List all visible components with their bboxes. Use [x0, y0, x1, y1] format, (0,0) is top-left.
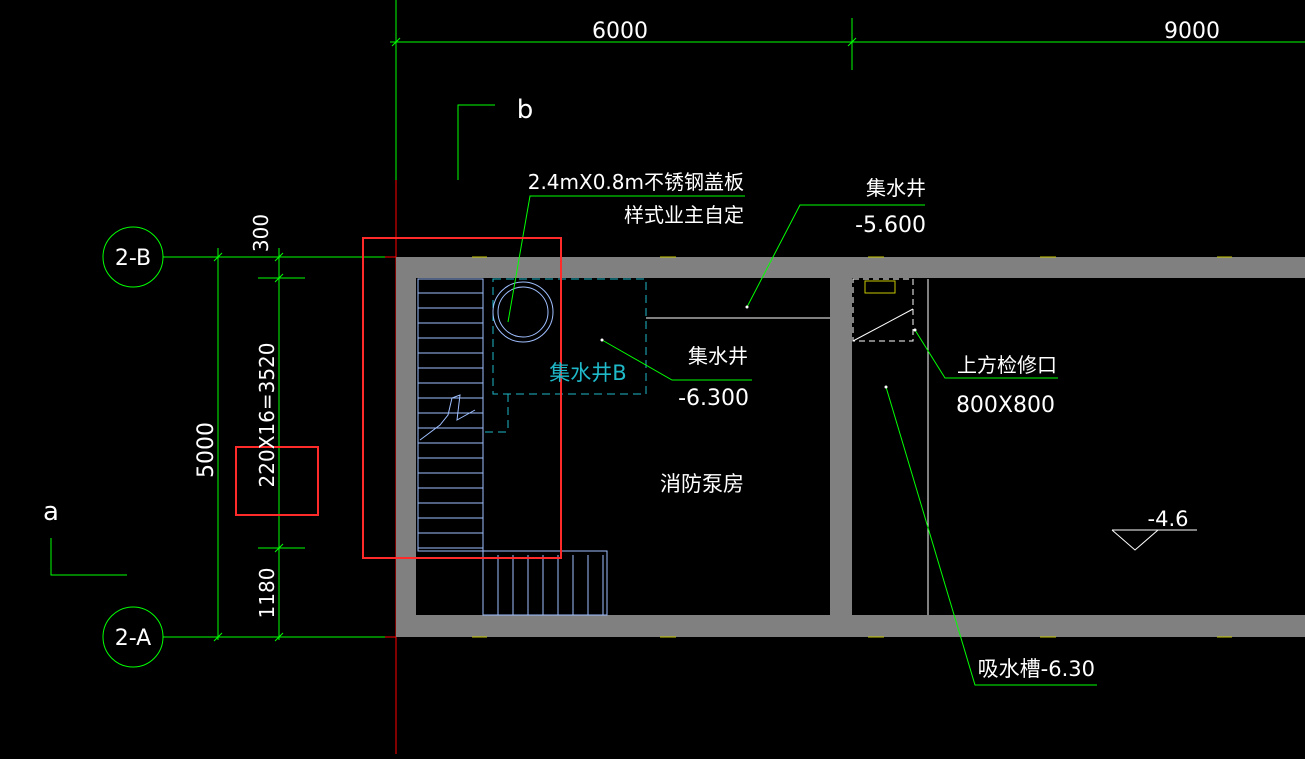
- section-mark-a: a: [43, 497, 59, 527]
- dimension-segment-bottom: 1180: [255, 568, 279, 619]
- pipe-line: [646, 279, 929, 615]
- dimension-top-right: 9000: [1164, 19, 1220, 44]
- sump-b-pump-circle: [492, 281, 554, 343]
- axis-label-2a: 2-A: [115, 626, 152, 651]
- dimension-top-left: 6000: [592, 19, 648, 44]
- hatch-label: 上方检修口: [957, 353, 1057, 377]
- sump-b-outline: [485, 278, 647, 433]
- wall-ticks: [472, 256, 1232, 638]
- leader-lines: [507, 195, 1097, 686]
- grid-axis-lines: [385, 180, 397, 754]
- dimension-segment-middle: 220X16=3520: [255, 343, 279, 488]
- sump-b-label: 集水井B: [549, 361, 626, 385]
- dimension-segment-top: 300: [249, 214, 273, 252]
- axis-bubble-2b: [102, 226, 164, 288]
- left-dimension-lines: [163, 248, 385, 642]
- floor-level-label: -4.6: [1148, 507, 1189, 531]
- axis-bubble-2a: [102, 606, 164, 668]
- section-mark-b: b: [517, 95, 534, 125]
- section-mark-b-symbol: [457, 104, 495, 180]
- top-dimension-line: [390, 0, 1305, 180]
- sump-top-label: 集水井: [866, 176, 926, 200]
- suction-trough-label: 吸水槽-6.30: [978, 657, 1095, 681]
- walls: [396, 257, 1305, 637]
- sump-mid-level: -6.300: [678, 386, 749, 411]
- highlight-boxes: [235, 237, 562, 559]
- hatch-size: 800X800: [956, 393, 1055, 418]
- inspection-hatch-symbol: [852, 278, 914, 342]
- dimension-left-total: 5000: [194, 422, 219, 478]
- cover-plate-label-line2: 样式业主自定: [624, 203, 744, 227]
- leader-dots: [600, 305, 917, 389]
- sump-mid-label: 集水井: [688, 344, 748, 368]
- level-symbol: [1111, 529, 1197, 551]
- section-mark-a-symbol: [50, 538, 127, 576]
- axis-label-2b: 2-B: [115, 246, 151, 271]
- sump-top-level: -5.600: [855, 213, 926, 238]
- pump-room-label: 消防泵房: [660, 472, 744, 496]
- cover-plate-label-line1: 2.4mX0.8m不锈钢盖板: [528, 170, 744, 194]
- staircase: [417, 278, 608, 616]
